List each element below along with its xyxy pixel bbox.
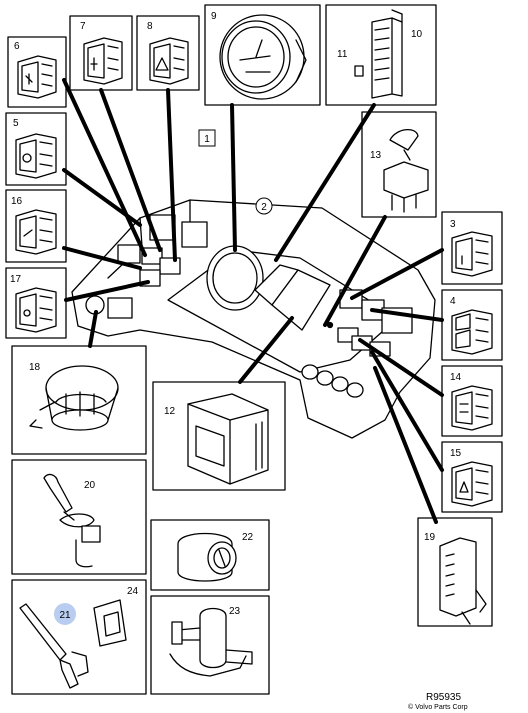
detail-box-19-fuse-unit <box>417 517 493 627</box>
detail-box-21-24-stalk <box>11 579 147 695</box>
detail-box-3-switch <box>441 211 503 285</box>
callout-15[interactable]: 15 <box>450 448 462 459</box>
detail-box-12-control-unit <box>152 381 286 491</box>
callout-20[interactable]: 20 <box>84 480 96 491</box>
callout-13[interactable]: 13 <box>370 150 382 161</box>
detail-box-14-switch <box>441 365 503 437</box>
detail-box-20-lever <box>11 459 147 575</box>
callout-21-highlight <box>54 603 76 625</box>
callout-3[interactable]: 3 <box>450 219 456 230</box>
leader-lines <box>62 78 444 524</box>
callout-2[interactable]: 2 <box>261 202 267 213</box>
callout-12[interactable]: 12 <box>164 406 176 417</box>
detail-box-7-switch <box>69 15 133 91</box>
detail-box-5-switch <box>5 112 67 186</box>
detail-box-18-rotary-knob <box>11 345 147 455</box>
callout-4[interactable]: 4 <box>450 296 456 307</box>
callout-5[interactable]: 5 <box>13 118 19 129</box>
callout-17[interactable]: 17 <box>10 274 22 285</box>
detail-box-17-switch <box>5 267 67 339</box>
detail-box-10-11-relay-panel <box>325 4 437 106</box>
detail-box-8-switch <box>136 15 200 91</box>
copyright-text: © Volvo Parts Corp <box>408 703 468 711</box>
callout-19[interactable]: 19 <box>424 532 436 543</box>
dashboard-panel <box>71 199 436 439</box>
callout-23[interactable]: 23 <box>229 606 241 617</box>
detail-box-6-switch <box>7 36 67 108</box>
callout-11[interactable]: 11 <box>337 49 348 60</box>
callout-6[interactable]: 6 <box>14 41 20 52</box>
detail-box-4-switch <box>441 289 503 361</box>
callout-8[interactable]: 8 <box>147 21 153 32</box>
callout-22[interactable]: 22 <box>242 532 254 543</box>
detail-box-15-switch <box>441 441 503 513</box>
callout-24[interactable]: 24 <box>127 586 139 597</box>
callout-10[interactable]: 10 <box>411 29 423 40</box>
callout-1[interactable]: 1 <box>204 134 210 145</box>
detail-box-16-switch <box>5 189 67 263</box>
detail-box-22-ignition-lock <box>150 519 270 591</box>
callout-7[interactable]: 7 <box>80 21 86 32</box>
detail-box-23-valve <box>150 595 270 695</box>
detail-box-9-gauge <box>204 4 321 106</box>
callout-16[interactable]: 16 <box>11 196 23 207</box>
callout-21[interactable]: 21 <box>59 610 71 621</box>
callout-9[interactable]: 9 <box>211 11 217 22</box>
callout-18[interactable]: 18 <box>29 362 41 373</box>
figure-code: R95935 <box>426 692 461 703</box>
detail-box-13-switch <box>361 111 437 218</box>
callout-14[interactable]: 14 <box>450 372 462 383</box>
callout-labels: 1 2 3 4 5 6 7 8 9 10 11 12 13 14 15 16 1… <box>10 11 468 711</box>
